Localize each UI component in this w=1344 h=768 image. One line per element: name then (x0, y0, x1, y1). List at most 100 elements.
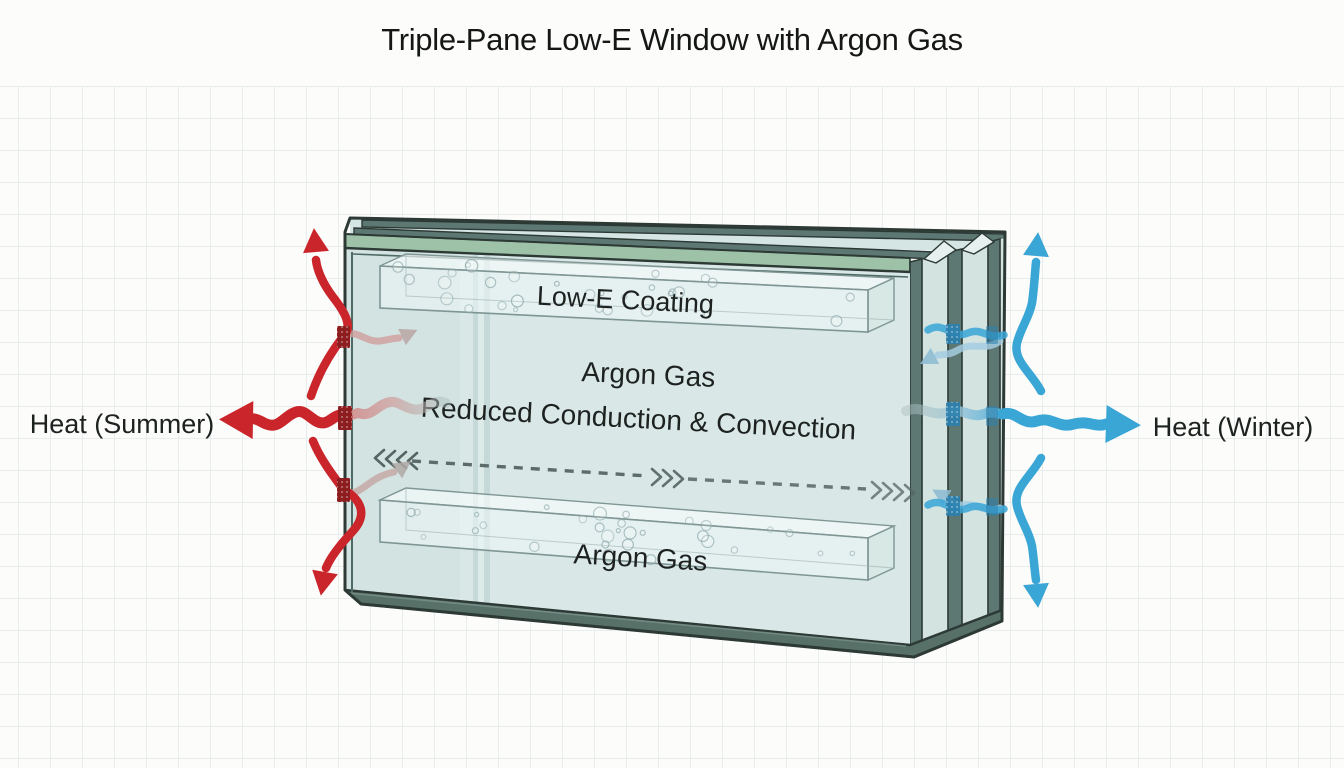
bubble (479, 521, 488, 530)
faded-arrow-top-left (340, 330, 403, 345)
faded-arrow-top-right (934, 337, 1004, 359)
front-top-edge-line (344, 246, 911, 274)
bubble (602, 305, 613, 316)
slab-inner-edges (405, 488, 895, 569)
chevrons-right (870, 480, 916, 503)
summer-arrowhead-main (219, 401, 254, 439)
bubble (645, 554, 657, 566)
convection-dashed-arrow (373, 448, 916, 503)
bubble (667, 290, 674, 297)
bubble (465, 262, 472, 269)
bubble (601, 540, 610, 549)
bubble (617, 518, 626, 528)
argon-bubbles (406, 504, 856, 566)
bubble (464, 304, 474, 314)
bubble (437, 275, 452, 290)
window-unit: Low-E Coating Argon Gas Reduced Conducti… (343, 216, 1007, 659)
coating-bubbles (392, 258, 855, 328)
dash-segment-left (411, 459, 649, 478)
middle-pane-edge-strip (947, 248, 963, 633)
label-argon-gas-middle: Argon Gas (581, 356, 716, 393)
bubble (817, 550, 824, 557)
slab-inner-edges (405, 254, 895, 321)
bubble (598, 290, 605, 297)
bubble (508, 270, 521, 283)
winter-arrowhead-main (1105, 405, 1141, 443)
bubble (578, 514, 588, 524)
faded-arrowhead-bottom-left (391, 461, 411, 479)
summer-glass-crossing-patches (337, 326, 352, 502)
bubble (584, 289, 596, 301)
bubble (484, 276, 497, 289)
bubble (766, 526, 774, 533)
bubble (529, 541, 540, 553)
back-pane-edge-strip (987, 237, 1001, 619)
bubble (594, 522, 605, 533)
bottom-band-highlight (347, 592, 907, 647)
faded-arrowhead-top-left (398, 328, 418, 346)
chevrons-middle (650, 467, 685, 489)
bubble (440, 292, 454, 306)
bubble (464, 258, 479, 273)
bubble (785, 528, 794, 538)
winter-arrow-down (1012, 453, 1046, 585)
label-argon-gas-bottom: Argon Gas (573, 538, 708, 576)
summer-arrowhead-up (303, 228, 329, 254)
bubble (497, 301, 507, 311)
bubble (413, 508, 421, 516)
bubble (420, 533, 427, 540)
bubble (553, 280, 560, 287)
bubble (622, 510, 630, 519)
summer-heat-arrows (219, 228, 451, 596)
corner-bevel-2 (960, 232, 996, 255)
winter-arrowhead-down (1023, 582, 1049, 608)
bubble (473, 511, 480, 518)
bubble (648, 284, 656, 291)
bubble (406, 507, 416, 518)
page-title: Triple-Pane Low-E Window with Argon Gas (381, 22, 963, 57)
bubble (601, 529, 615, 543)
winter-arrow-main (997, 407, 1112, 431)
faded-arrow-middle-left (343, 396, 451, 421)
summer-arrow-up (306, 255, 352, 401)
bubble (707, 277, 718, 288)
bubble (730, 546, 739, 554)
bubble (623, 526, 637, 540)
bubble (592, 506, 607, 521)
bubble (621, 293, 628, 300)
bubble (392, 261, 404, 273)
winter-glass-crossing-patches (946, 324, 998, 516)
bubble (640, 304, 654, 317)
bubble (696, 530, 709, 543)
bubble (845, 292, 855, 302)
bubble (602, 548, 616, 562)
bubble (512, 307, 519, 313)
green-band-top-line (344, 233, 911, 259)
window-silhouette (343, 216, 1007, 659)
bubble (447, 268, 457, 278)
bubble (615, 527, 621, 534)
faded-arrowhead-bottom-right (932, 489, 952, 506)
faded-arrowhead-top-right (919, 348, 940, 364)
bubble (543, 504, 550, 511)
bubble (471, 527, 479, 535)
bubble (651, 269, 660, 278)
bubble (830, 315, 843, 328)
bubble (672, 286, 685, 299)
label-heat-summer: Heat (Summer) (30, 409, 215, 439)
summer-arrowhead-down (312, 569, 338, 596)
dash-segment-right (687, 477, 867, 491)
bubble (684, 516, 694, 526)
bubble (639, 529, 646, 536)
bubble (703, 311, 711, 319)
bubble (403, 273, 415, 286)
summer-arrow-main (245, 406, 353, 431)
bubble (510, 294, 524, 308)
winter-heat-arrows (901, 232, 1141, 608)
corner-bevel-1 (922, 240, 958, 264)
winter-arrow-up (1012, 257, 1046, 396)
front-pane-edge-strip (909, 257, 923, 647)
summer-arrow-down (308, 436, 366, 573)
